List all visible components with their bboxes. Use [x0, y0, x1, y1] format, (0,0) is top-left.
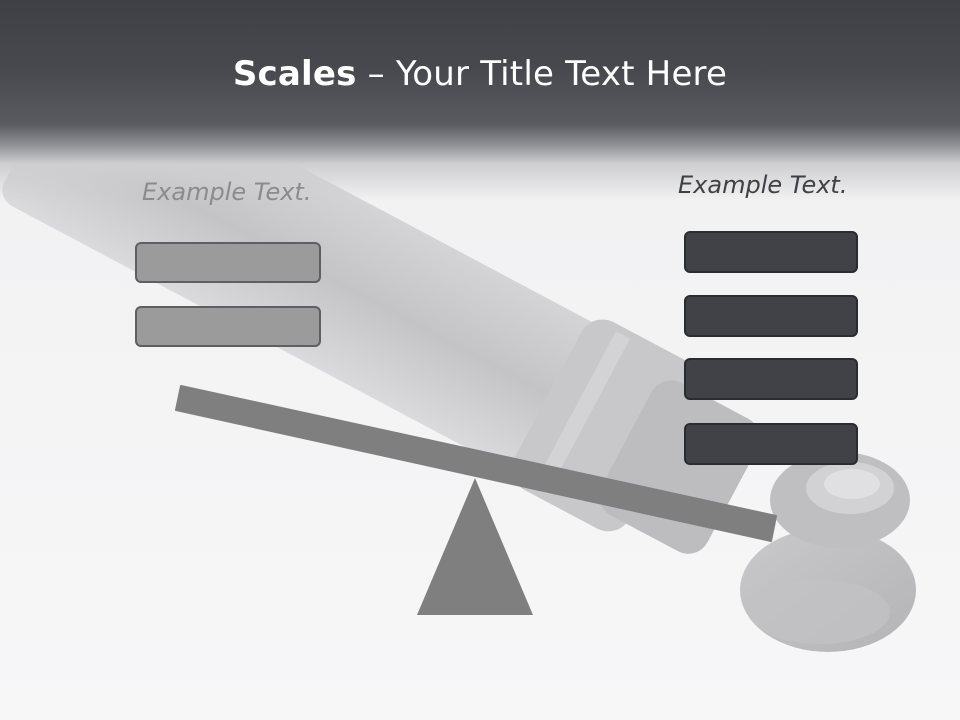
- left-caption: Example Text.: [142, 178, 312, 206]
- right-box-2: [684, 295, 858, 337]
- left-box-1: [135, 242, 321, 283]
- title-band: [0, 0, 960, 200]
- right-caption: Example Text.: [678, 171, 848, 199]
- left-box-2: [135, 306, 321, 347]
- right-box-4: [684, 423, 858, 465]
- right-box-3: [684, 358, 858, 400]
- title-rest: – Your Title Text Here: [356, 54, 728, 94]
- slide-title: Scales – Your Title Text Here: [0, 50, 960, 98]
- title-bold-word: Scales: [232, 54, 357, 94]
- right-box-1: [684, 231, 858, 273]
